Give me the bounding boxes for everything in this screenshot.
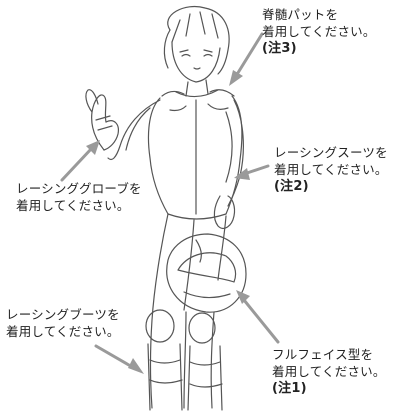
racing-boots-annotation: レーシングブーツを 着用してください。 <box>6 306 120 340</box>
full-face-helmet-line1: フルフェイス型を <box>272 347 374 362</box>
face-outline <box>171 41 221 83</box>
racing-boots-line1: レーシングブーツを <box>6 307 120 322</box>
spine-pad-line1: 脊髄パットを <box>262 7 339 22</box>
racing-glove-annotation: レーシンググローブを 着用してください。 <box>16 180 142 214</box>
racing-glove-line1: レーシンググローブを <box>16 181 142 196</box>
full-face-helmet-sketch <box>166 233 247 313</box>
hair-outline <box>167 6 230 75</box>
racing-glove-line2: 着用してください。 <box>16 198 130 213</box>
arrow-racing-glove <box>60 146 94 182</box>
arrow-spine-pad <box>234 32 264 78</box>
full-face-helmet-annotation: フルフェイス型を 着用してください。 (注1) <box>272 346 386 397</box>
arrow-full-face-helmet <box>242 298 280 344</box>
racing-boots-line2: 着用してください。 <box>6 324 120 339</box>
racing-suit-note: (注2) <box>274 179 309 194</box>
spine-pad-annotation: 脊髄パットを 着用してください。 (注3) <box>262 6 376 57</box>
arrow-racing-boots <box>94 344 136 370</box>
left-knee-pad <box>145 309 175 343</box>
racing-suit-annotation: レーシングスーツを 着用してください。 (注2) <box>274 144 388 195</box>
right-knee-pad <box>188 312 216 344</box>
racing-boots-sketch <box>147 343 183 411</box>
right-leg <box>210 311 215 409</box>
racing-glove-sketch <box>91 94 107 151</box>
racing-suit-line2: 着用してください。 <box>274 162 388 177</box>
spine-pad-note: (注3) <box>262 41 297 56</box>
spine-pad-line2: 着用してください。 <box>262 24 376 39</box>
left-arm <box>107 99 161 161</box>
suit-left-outline <box>147 97 169 215</box>
full-face-helmet-line2: 着用してください。 <box>272 364 386 379</box>
full-face-helmet-note: (注1) <box>272 381 307 396</box>
racing-suit-line1: レーシングスーツを <box>274 145 388 160</box>
